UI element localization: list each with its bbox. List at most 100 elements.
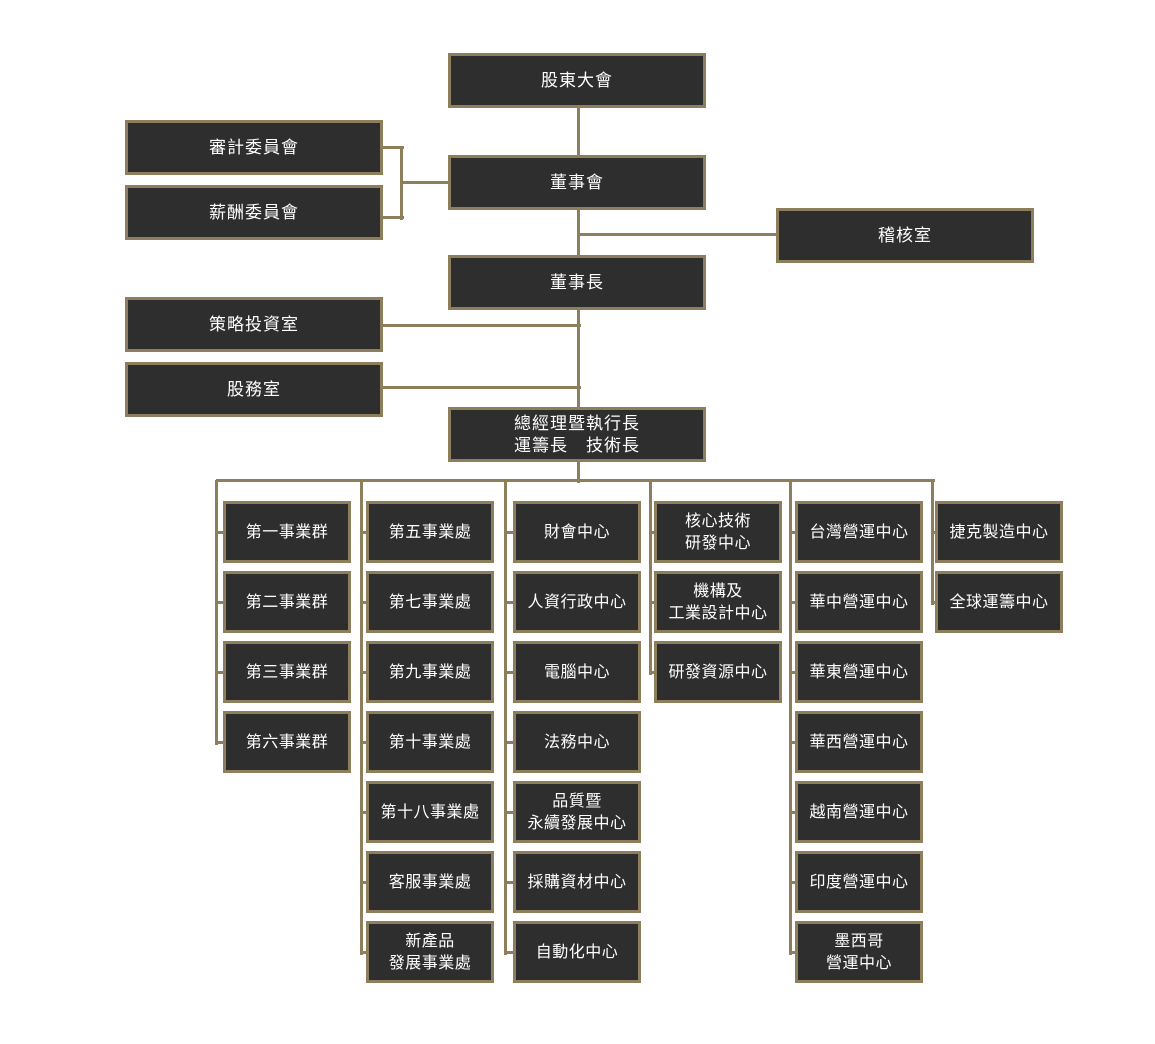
- node-compensation-committee: 薪酬委員會: [125, 185, 383, 240]
- node-central-china-operations: 華中營運中心: [795, 571, 923, 633]
- node-label: 電腦中心: [543, 662, 610, 681]
- connector-column-4-tick: [790, 601, 798, 604]
- node-label: 採購資材中心: [527, 872, 627, 891]
- connector-shareholders-board: [577, 108, 580, 158]
- node-label: 第一事業群: [245, 522, 329, 541]
- node-label: 股東大會: [541, 70, 613, 91]
- node-mexico-operations: 墨西哥 營運中心: [795, 921, 923, 983]
- node-label: 客服事業處: [388, 872, 472, 891]
- node-label: 第五事業處: [388, 522, 472, 541]
- node-chairman: 董事長: [448, 255, 706, 310]
- node-label: 第六事業群: [245, 732, 329, 751]
- connector-compensation-committee: [383, 216, 404, 219]
- node-executives: 總經理暨執行長 運籌長 技術長: [448, 407, 706, 462]
- node-division-5: 第五事業處: [366, 501, 494, 563]
- connector-column-2-tick: [505, 811, 516, 814]
- connector-column-1-tick: [361, 951, 369, 954]
- node-label: 核心技術 研發中心: [684, 511, 751, 552]
- connector-column-4-tick: [790, 671, 798, 674]
- connector-shareholder-office: [383, 386, 581, 389]
- connector-column-2-tick: [505, 671, 516, 674]
- connector-column-1-tick: [361, 601, 369, 604]
- connector-column-4-tick: [790, 811, 798, 814]
- node-customer-service-division: 客服事業處: [366, 851, 494, 913]
- node-label: 品質暨 永續發展中心: [527, 791, 627, 832]
- node-label: 第三事業群: [245, 662, 329, 681]
- node-label: 人資行政中心: [527, 592, 627, 611]
- node-india-operations: 印度營運中心: [795, 851, 923, 913]
- node-label: 第九事業處: [388, 662, 472, 681]
- connector-chairman-executives: [577, 310, 580, 410]
- connector-committee-board: [401, 181, 451, 184]
- connector-column-2-tick: [505, 881, 516, 884]
- connector-column-2-tick: [505, 951, 516, 954]
- connector-column-1-tick: [361, 531, 369, 534]
- connector-column-4-tick: [790, 881, 798, 884]
- connector-column-4-tick: [790, 531, 798, 534]
- connector-column-0-tick: [216, 741, 226, 744]
- node-group-6: 第六事業群: [223, 711, 351, 773]
- node-strategy-investment-office: 策略投資室: [125, 297, 383, 352]
- node-east-china-operations: 華東營運中心: [795, 641, 923, 703]
- connector-column-1-tick: [361, 741, 369, 744]
- node-label: 第二事業群: [245, 592, 329, 611]
- node-audit-committee: 審計委員會: [125, 120, 383, 175]
- connector-column-2-tick: [505, 601, 516, 604]
- connector-strategy-office: [383, 324, 581, 327]
- node-label: 越南營運中心: [809, 802, 909, 821]
- node-global-logistics: 全球運籌中心: [935, 571, 1063, 633]
- node-division-18: 第十八事業處: [366, 781, 494, 843]
- node-label: 薪酬委員會: [209, 202, 299, 223]
- node-label: 法務中心: [543, 732, 610, 751]
- node-label: 股務室: [227, 379, 281, 400]
- node-label: 新產品 發展事業處: [388, 931, 472, 972]
- node-internal-audit: 稽核室: [776, 208, 1034, 263]
- node-label: 第十事業處: [388, 732, 472, 751]
- node-label: 機構及 工業設計中心: [668, 581, 768, 622]
- connector-column-2-vertical: [504, 480, 507, 955]
- node-core-tech-rd-center: 核心技術 研發中心: [654, 501, 782, 563]
- connector-column-3-tick: [650, 531, 657, 534]
- node-procurement-center: 採購資材中心: [513, 851, 641, 913]
- connector-column-3-tick: [650, 671, 657, 674]
- connector-column-1-vertical: [360, 480, 363, 955]
- node-label: 捷克製造中心: [949, 522, 1049, 541]
- connector-column-4-vertical: [789, 480, 792, 955]
- connector-internal-audit: [578, 233, 779, 236]
- connector-column-0-vertical: [215, 480, 218, 745]
- connector-column-2-tick: [505, 531, 516, 534]
- node-label: 總經理暨執行長 運籌長 技術長: [514, 413, 640, 456]
- node-label: 華西營運中心: [809, 732, 909, 751]
- node-hr-admin-center: 人資行政中心: [513, 571, 641, 633]
- connector-column-0-tick: [216, 531, 226, 534]
- node-automation-center: 自動化中心: [513, 921, 641, 983]
- node-label: 華東營運中心: [809, 662, 909, 681]
- node-vietnam-operations: 越南營運中心: [795, 781, 923, 843]
- node-group-3: 第三事業群: [223, 641, 351, 703]
- node-label: 華中營運中心: [809, 592, 909, 611]
- node-label: 墨西哥 營運中心: [825, 931, 892, 972]
- connector-column-1-tick: [361, 811, 369, 814]
- connector-executives-bus: [577, 462, 580, 483]
- node-rd-resources-center: 研發資源中心: [654, 641, 782, 703]
- node-taiwan-operations: 台灣營運中心: [795, 501, 923, 563]
- connector-column-0-tick: [216, 601, 226, 604]
- connector-horizontal-bus: [216, 479, 935, 482]
- node-label: 董事長: [550, 272, 604, 293]
- node-new-product-division: 新產品 發展事業處: [366, 921, 494, 983]
- connector-column-1-tick: [361, 881, 369, 884]
- node-division-10: 第十事業處: [366, 711, 494, 773]
- node-division-7: 第七事業處: [366, 571, 494, 633]
- node-shareholders-meeting: 股東大會: [448, 53, 706, 108]
- connector-column-3-vertical: [649, 480, 652, 675]
- connector-column-2-tick: [505, 741, 516, 744]
- node-label: 研發資源中心: [668, 662, 768, 681]
- connector-column-3-tick: [650, 601, 657, 604]
- node-label: 稽核室: [878, 225, 932, 246]
- node-group-1: 第一事業群: [223, 501, 351, 563]
- node-label: 財會中心: [543, 522, 610, 541]
- node-mechanical-design-center: 機構及 工業設計中心: [654, 571, 782, 633]
- node-label: 全球運籌中心: [949, 592, 1049, 611]
- node-label: 策略投資室: [209, 314, 299, 335]
